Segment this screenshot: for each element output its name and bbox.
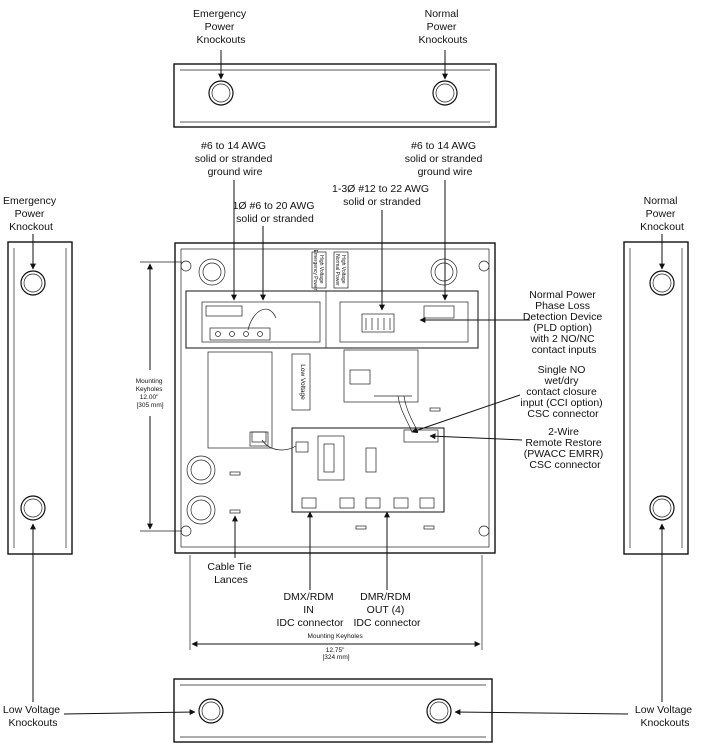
low-voltage-knockout-left [20,495,46,521]
horizontal-dimension [189,555,483,650]
remote-restore-label: 2-Wire Remote Restore (PWACC EMRR) CSC c… [524,426,606,471]
normal-power-knockout-top [432,80,458,106]
bottom-side-view [173,678,493,743]
normal-power-knockout-right-label: Normal Power Knockout [640,195,684,233]
mounting-keyhole [180,260,192,272]
horizontal-keyholes-dimension-label: Mounting Keyholes 12.75" [324 mm] [307,633,364,661]
pld-label: Normal Power Phase Loss Detection Device… [523,289,605,356]
leader-lines [30,50,665,716]
normal-power-knockout-right [649,270,675,296]
main-enclosure [174,242,496,554]
low-voltage-knockouts-left-label: Low Voltage Knockouts [3,704,63,729]
cable-tie-lances-label: Cable Tie Lances [207,561,254,586]
hv-normal-tag: High Voltage Normal Power [334,254,346,286]
vertical-keyholes-dimension-label: Mounting Keyholes 12.00" [305 mm] [136,378,165,409]
low-voltage-tag: Low Voltage [299,364,306,400]
normal-power-knockouts-label: Normal Power Knockouts [418,8,467,46]
ground-wire-right-label: #6 to 14 AWG solid or stranded ground wi… [405,140,486,178]
mounting-keyhole [478,260,490,272]
emergency-power-knockout-left-label: Emergency Power Knockout [3,195,59,233]
dmx-in-label: DMX/RDM IN IDC connector [276,591,344,629]
dmr-out-label: DMR/RDM OUT (4) IDC connector [353,591,421,629]
ground-wire-left-label: #6 to 14 AWG solid or stranded ground wi… [195,140,276,178]
low-voltage-knockout-bottom-right [426,698,452,724]
low-voltage-knockouts-right-label: Low Voltage Knockouts [635,704,695,729]
emergency-power-knockout-top [208,80,234,106]
three-phase-wire-label: 1-3Ø #12 to 22 AWG solid or stranded [332,183,432,208]
vertical-dimension [140,261,182,532]
low-voltage-knockout-right [649,495,675,521]
single-phase-wire-label: 1Ø #6 to 20 AWG solid or stranded [233,200,318,225]
mounting-keyhole [478,525,490,537]
top-side-view [173,63,497,128]
emergency-power-knockout-left [20,270,46,296]
right-side-view [623,241,689,555]
cci-label: Single NO wet/dry contact closure input … [520,364,605,420]
left-side-view [7,241,73,555]
emergency-power-knockouts-label: Emergency Power Knockouts [193,8,249,46]
hv-emergency-tag: High Voltage Emergency Power [312,250,324,291]
labels: Emergency Power Knockouts Normal Power K… [3,8,695,729]
low-voltage-knockout-bottom-left [198,698,224,724]
